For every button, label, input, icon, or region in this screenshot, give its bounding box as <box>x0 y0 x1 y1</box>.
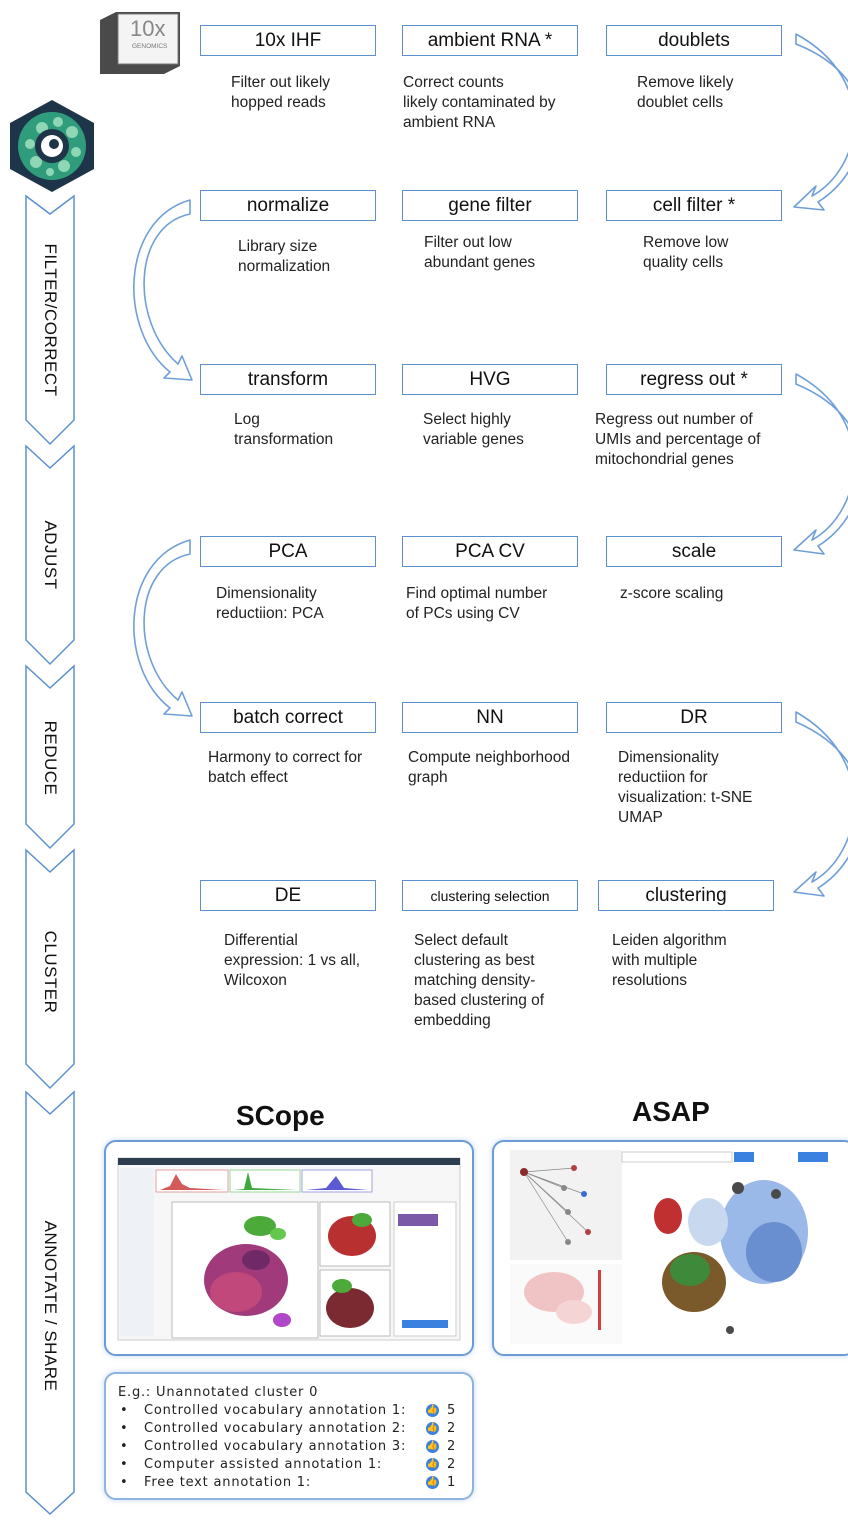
step-doublets: doublets <box>606 25 782 56</box>
desc-10x-ihf: Filter out likely hopped reads <box>231 74 331 111</box>
bullet: • <box>120 1475 129 1490</box>
stage-chevron-column <box>0 0 100 1516</box>
vote-count: 2 <box>447 1421 457 1436</box>
desc-cell-filter: Remove low quality cells <box>643 234 729 271</box>
desc-gene-filter: Filter out low abundant genes <box>424 234 536 271</box>
annotation-label: Controlled vocabulary annotation 1: <box>144 1403 407 1418</box>
10x-logo-subtext: GENOMICS <box>132 43 168 50</box>
desc-hvg: Select highly variable genes <box>423 411 524 448</box>
asap-screenshot-panel <box>492 1140 848 1356</box>
desc-regress-out: Regress out number of UMIs and percentag… <box>595 411 761 468</box>
step-clustering: clustering <box>598 880 774 911</box>
scope-title: SCope <box>236 1100 325 1131</box>
annotation-label: Controlled vocabulary annotation 3: <box>144 1439 407 1454</box>
step-hvg: HVG <box>402 364 578 395</box>
bullet: • <box>120 1403 129 1418</box>
desc-transform: Log transformation <box>234 411 334 448</box>
step-normalize: normalize <box>200 190 376 221</box>
desc-clustering-selection: Select default clustering as best matchi… <box>414 932 545 1029</box>
desc-batch-correct: Harmony to correct for batch effect <box>208 749 363 786</box>
10x-genomics-logo: 10x GENOMICS <box>94 10 182 74</box>
scope-screenshot-panel <box>104 1140 474 1356</box>
step-ambient-rna: ambient RNA * <box>402 25 578 56</box>
step-10x-ihf: 10x IHF <box>200 25 376 56</box>
vote-count: 2 <box>447 1439 457 1454</box>
thumbs-up-icon[interactable]: 👍 <box>426 1404 439 1417</box>
desc-dr: Dimensionality reductiion for visualizat… <box>618 749 753 826</box>
asap-screenshot-image <box>510 1150 844 1344</box>
bullet: • <box>120 1421 129 1436</box>
annotation-row: • Controlled vocabulary annotation 3: 👍 … <box>118 1439 463 1457</box>
stage-label-annotate-share: ANNOTATE / SHARE <box>41 1220 60 1392</box>
step-gene-filter: gene filter <box>402 190 578 221</box>
annotation-label: Controlled vocabulary annotation 2: <box>144 1421 407 1436</box>
annotation-row: • Computer assisted annotation 1: 👍 2 <box>118 1457 463 1475</box>
annotation-row: • Controlled vocabulary annotation 2: 👍 … <box>118 1421 463 1439</box>
annotation-example-box: E.g.: Unannotated cluster 0 • Controlled… <box>104 1372 474 1500</box>
desc-scale: z-score scaling <box>620 585 724 602</box>
scope-screenshot-image <box>117 1157 461 1341</box>
stage-label-adjust: ADJUST <box>41 520 60 590</box>
desc-doublets: Remove likely doublet cells <box>637 74 734 111</box>
step-pca: PCA <box>200 536 376 567</box>
vote-count: 1 <box>447 1475 457 1490</box>
step-batch-correct: batch correct <box>200 702 376 733</box>
stage-label-cluster: CLUSTER <box>41 930 60 1014</box>
step-de: DE <box>200 880 376 911</box>
step-cell-filter: cell filter * <box>606 190 782 221</box>
10x-logo-text: 10x <box>130 16 166 41</box>
desc-normalize: Library size normalization <box>238 238 331 275</box>
desc-pca: Dimensionality reductiion: PCA <box>216 585 324 622</box>
asap-title: ASAP <box>632 1096 710 1127</box>
bullet: • <box>120 1439 129 1454</box>
step-dr: DR <box>606 702 782 733</box>
stage-label-filter-correct: FILTER/CORRECT <box>41 243 60 397</box>
annotation-row: • Free text annotation 1: 👍 1 <box>118 1475 463 1493</box>
desc-de: Differential expression: 1 vs all, Wilco… <box>224 932 361 989</box>
step-pca-cv: PCA CV <box>402 536 578 567</box>
annotation-heading: E.g.: Unannotated cluster 0 <box>118 1385 319 1400</box>
annotation-label: Computer assisted annotation 1: <box>144 1457 383 1472</box>
thumbs-up-icon[interactable]: 👍 <box>426 1476 439 1489</box>
step-clustering-selection: clustering selection <box>402 880 578 911</box>
step-scale: scale <box>606 536 782 567</box>
desc-nn: Compute neighborhood graph <box>408 749 571 786</box>
vote-count: 5 <box>447 1403 457 1418</box>
cell-hexagon-logo <box>6 98 98 194</box>
thumbs-up-icon[interactable]: 👍 <box>426 1440 439 1453</box>
thumbs-up-icon[interactable]: 👍 <box>426 1422 439 1435</box>
step-transform: transform <box>200 364 376 395</box>
desc-ambient-rna: Correct counts likely contaminated by am… <box>403 74 556 131</box>
stage-label-reduce: REDUCE <box>41 720 60 796</box>
vote-count: 2 <box>447 1457 457 1472</box>
step-nn: NN <box>402 702 578 733</box>
annotation-label: Free text annotation 1: <box>144 1475 312 1490</box>
desc-pca-cv: Find optimal number of PCs using CV <box>406 585 548 622</box>
thumbs-up-icon[interactable]: 👍 <box>426 1458 439 1471</box>
step-regress-out: regress out * <box>606 364 782 395</box>
desc-clustering: Leiden algorithm with multiple resolutio… <box>612 932 727 989</box>
annotation-row: • Controlled vocabulary annotation 1: 👍 … <box>118 1403 463 1421</box>
bullet: • <box>120 1457 129 1472</box>
